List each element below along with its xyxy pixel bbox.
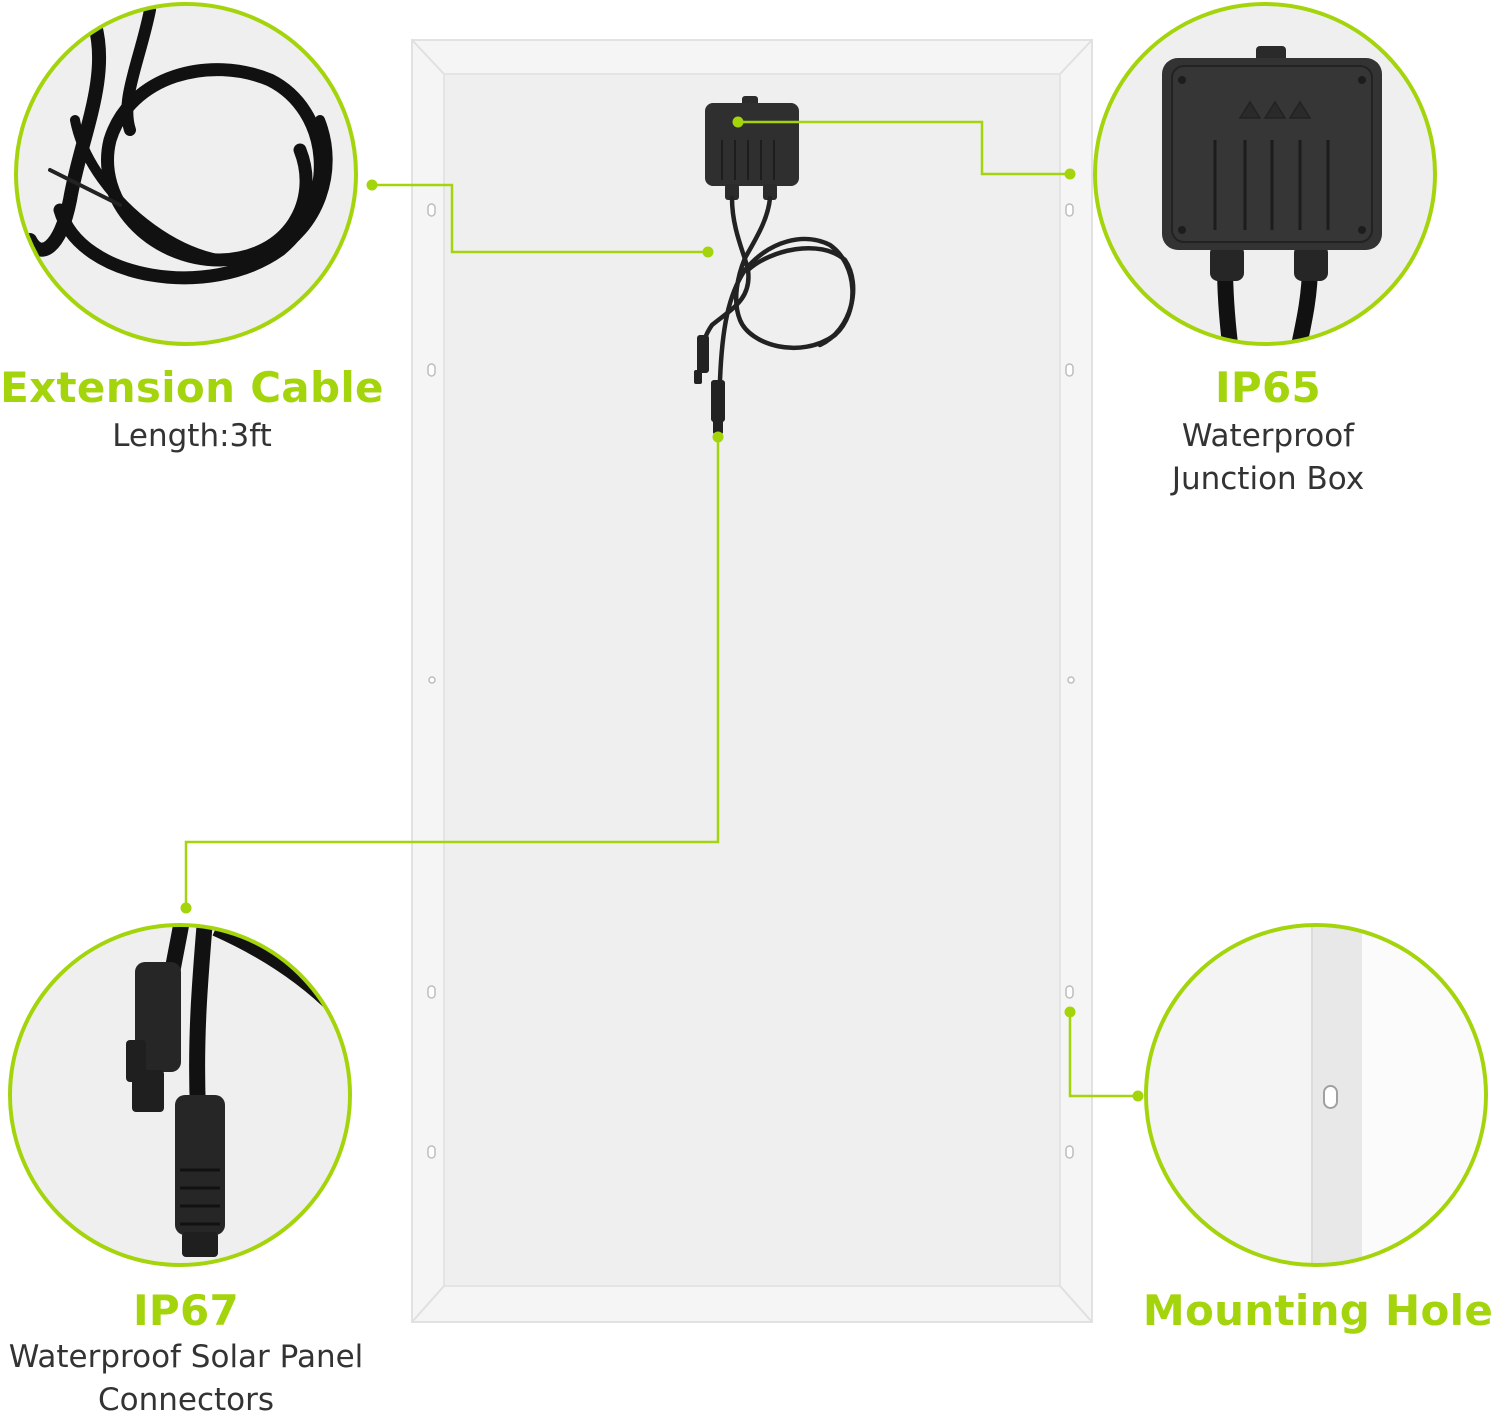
coiled-cable-icon — [14, 2, 358, 346]
extension-cable-subtitle: Length:3ft — [112, 418, 272, 454]
connectors-subtitle-line2: Connectors — [97, 1382, 275, 1418]
extension-cable-callout: Extension Cable Length:3ft — [0, 367, 384, 458]
mounting-hole-title: Mounting Hole — [1142, 1286, 1494, 1335]
solar-panel — [411, 39, 1093, 1323]
junction-box-title: IP65 — [1214, 363, 1322, 412]
frame-mounting-holes — [427, 203, 1075, 1159]
mc4-connector-icon — [8, 923, 352, 1267]
connectors-title: IP67 — [132, 1286, 240, 1335]
junction-box-subtitle-line1: Waterproof — [1181, 418, 1355, 454]
mounting-hole-callout: Mounting Hole — [1140, 1290, 1496, 1332]
leader-lines — [184, 120, 1138, 1098]
junction-box-callout: IP65 Waterproof Junction Box — [1110, 367, 1426, 501]
panel-connectors — [694, 335, 725, 434]
junction-box-icon — [1093, 2, 1437, 346]
leader-dots — [180, 116, 1144, 1102]
extension-cable-title: Extension Cable — [0, 363, 384, 412]
panel-junction-box — [705, 96, 799, 200]
junction-box-subtitle-line2: Junction Box — [1171, 461, 1365, 497]
connectors-subtitle-line1: Waterproof Solar Panel — [8, 1339, 364, 1375]
mounting-hole-icon — [1144, 923, 1488, 1267]
connectors-callout: IP67 Waterproof Solar Panel Connectors — [0, 1290, 372, 1422]
